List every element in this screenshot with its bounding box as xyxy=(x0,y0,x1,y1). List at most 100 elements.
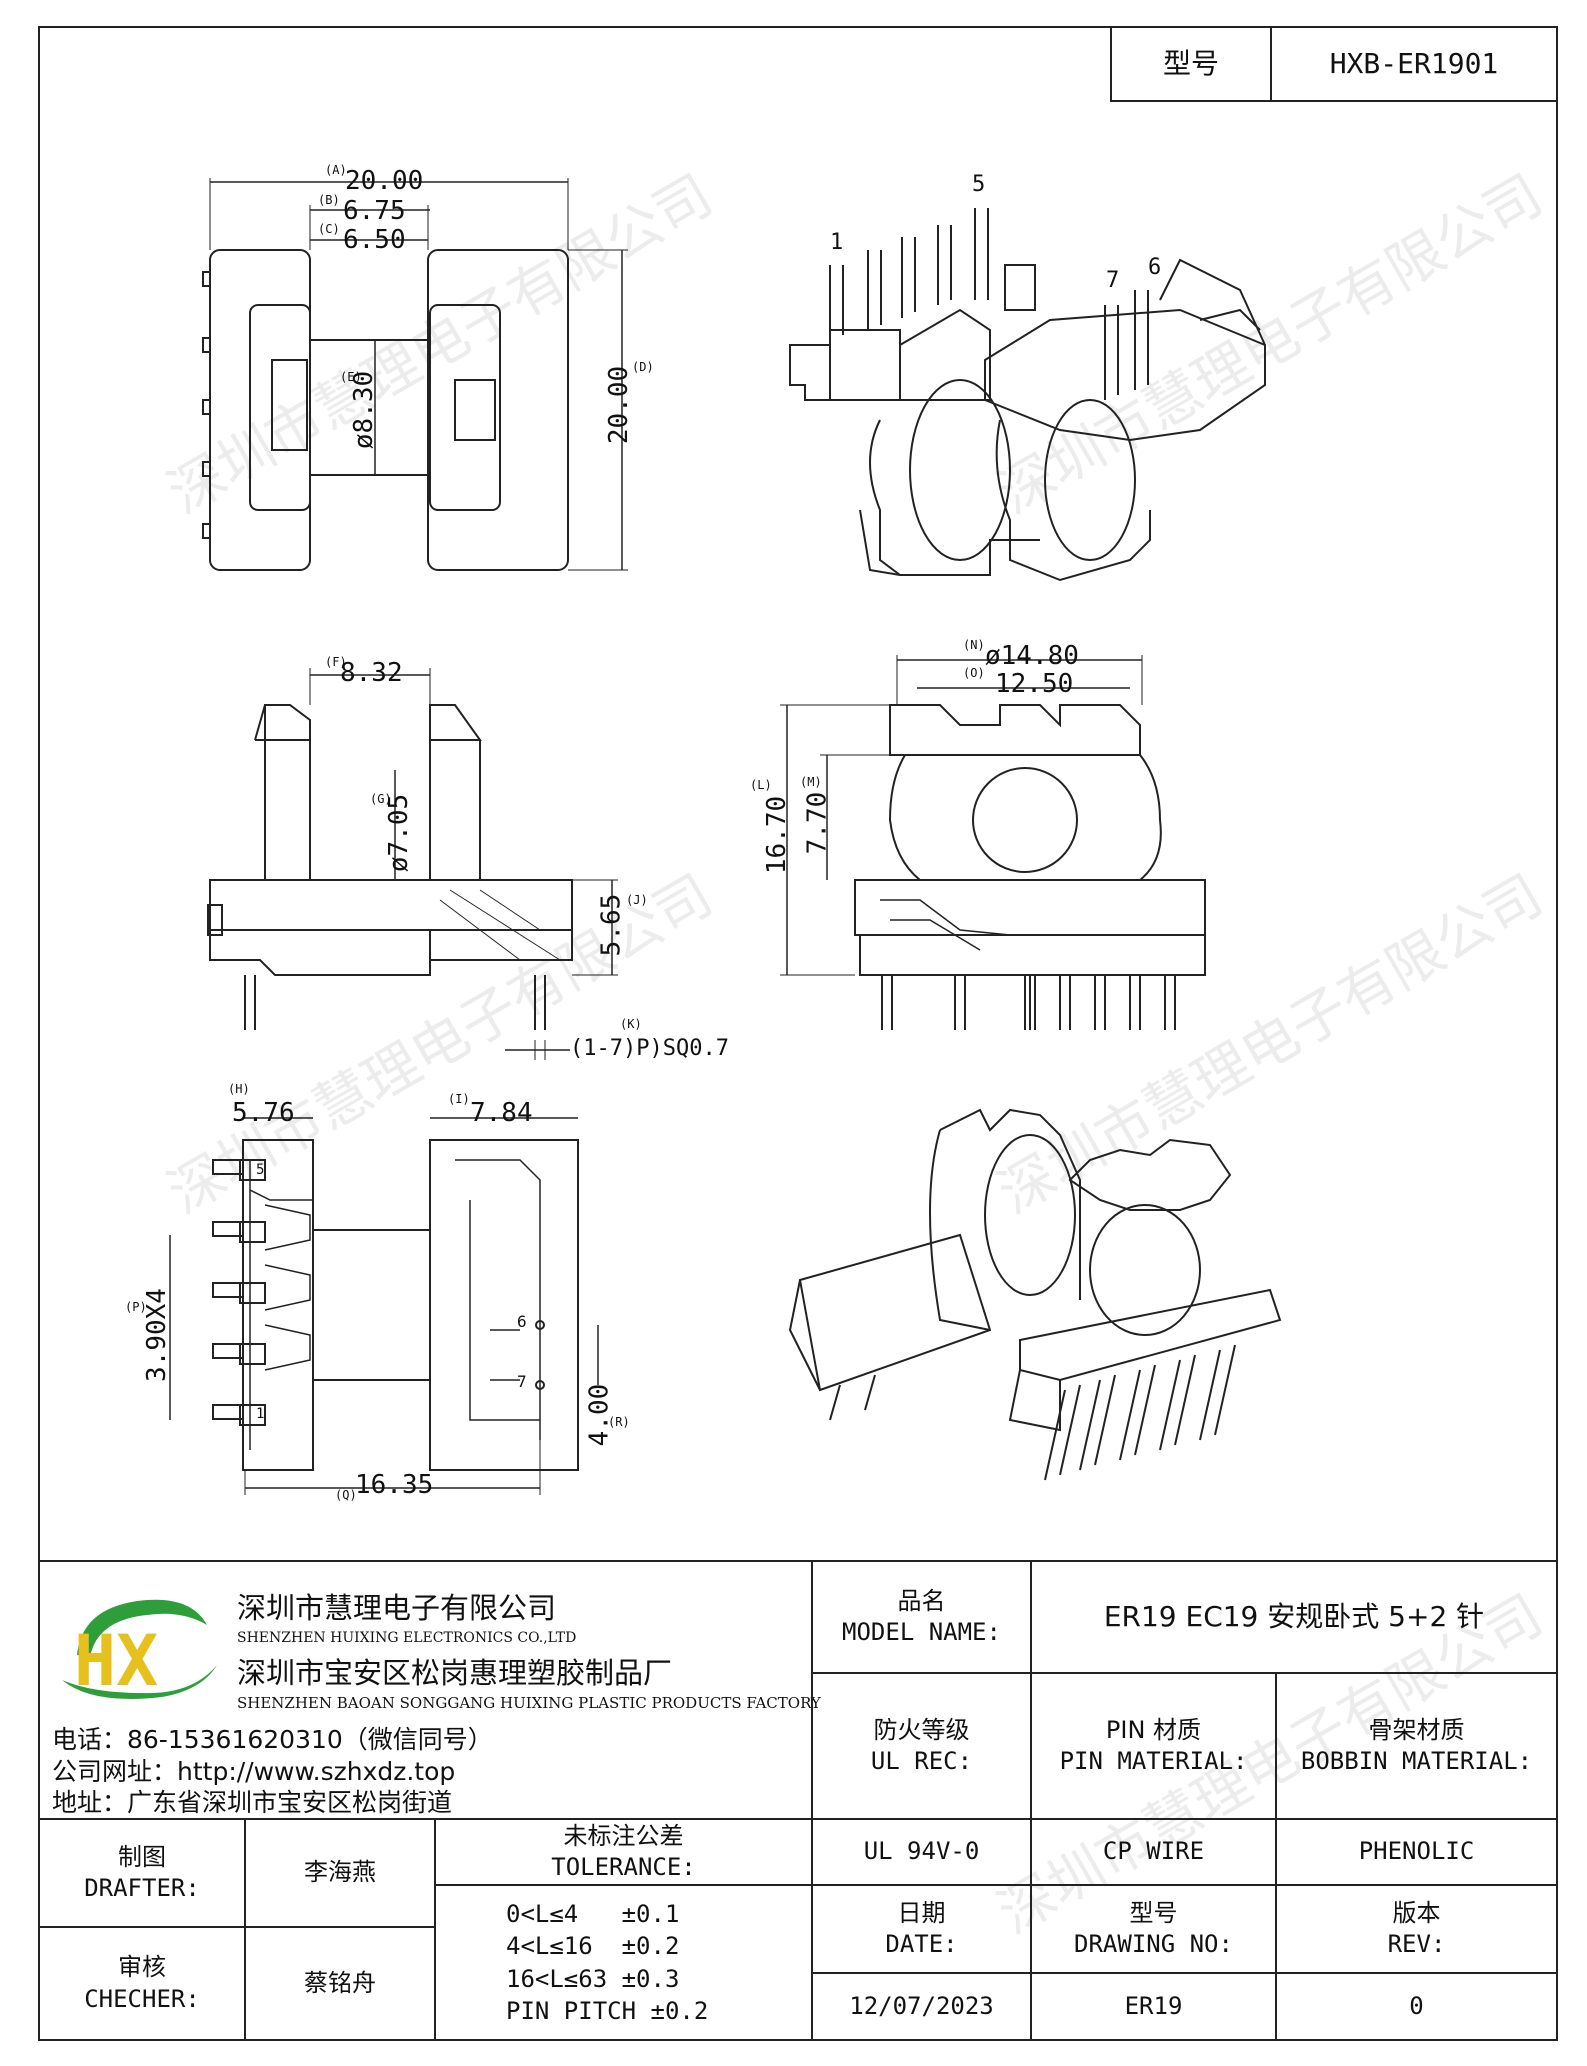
drawing-no-label-en: DRAWING NO: xyxy=(1074,1930,1233,1958)
ul-rec-value: UL 94V-0 xyxy=(811,1818,1032,1886)
pin-material-value: CP WIRE xyxy=(1030,1818,1277,1886)
drafter-label: 制图 DRAFTER: xyxy=(38,1818,246,1928)
dim-label-o: (O) xyxy=(963,666,985,680)
company-name-en: SHENZHEN HUIXING ELECTRONICS CO.,LTD xyxy=(237,1630,577,1646)
tolerance-label-cn: 未标注公差 xyxy=(563,1821,684,1850)
pin-label-1: 1 xyxy=(830,230,844,255)
drawing-no-label-cn: 型号 xyxy=(1129,1898,1178,1927)
dim-value-c: 6.50 xyxy=(343,225,406,255)
top-view xyxy=(202,178,628,571)
pin-label-7-bottom: 7 xyxy=(517,1372,527,1391)
model-name-value: ER19 EC19 安规卧式 5+2 针 xyxy=(1030,1560,1558,1674)
bobbin-material-value: PHENOLIC xyxy=(1275,1818,1558,1886)
rev-value-text: 0 xyxy=(1409,1991,1424,2020)
pin-material-label-cn: PIN 材质 xyxy=(1105,1715,1202,1744)
dim-label-q: (Q) xyxy=(335,1488,357,1502)
pin-label-5: 5 xyxy=(972,172,986,197)
tolerance-line: 16<L≤63 ±0.3 xyxy=(506,1964,680,1993)
ul-rec-label-en: UL REC: xyxy=(870,1747,973,1775)
dim-value-o: 12.50 xyxy=(995,669,1074,699)
tolerance-label: 未标注公差 TOLERANCE: xyxy=(434,1818,813,1886)
dim-label-g: (G) xyxy=(370,792,392,806)
drafter-name: 李海燕 xyxy=(244,1818,436,1928)
dim-label-p: (P) xyxy=(125,1300,147,1314)
drawing-no-value-text: ER19 xyxy=(1124,1991,1183,2020)
checker-label: 审核 CHECHER: xyxy=(38,1926,246,2041)
dim-label-k: (K) xyxy=(620,1017,642,1031)
dim-label-m: (M) xyxy=(800,775,822,789)
dim-label-l: (L) xyxy=(750,778,772,792)
isometric-view-bottom xyxy=(788,1108,1282,1481)
rev-label: 版本 REV: xyxy=(1275,1884,1558,1974)
dim-value-r: 4.00 xyxy=(584,1383,615,1447)
model-name-value-text: ER19 EC19 安规卧式 5+2 针 xyxy=(1103,1599,1485,1633)
header-model-value: HXB-ER1901 xyxy=(1270,26,1558,102)
bottom-view xyxy=(169,1117,599,1495)
dim-label-n: (N) xyxy=(963,638,985,652)
bobbin-material-label-cn: 骨架材质 xyxy=(1368,1715,1465,1744)
dim-value-j: 5.65 xyxy=(596,893,627,957)
model-name-label: 品名 MODEL NAME: xyxy=(811,1560,1032,1674)
dim-value-h: 5.76 xyxy=(232,1098,295,1128)
drafter-label-en: DRAFTER: xyxy=(84,1874,200,1902)
bobbin-material-value-text: PHENOLIC xyxy=(1358,1837,1475,1866)
ul-rec-label: 防火等级 UL REC: xyxy=(811,1672,1032,1820)
pin-material-label: PIN 材质 PIN MATERIAL: xyxy=(1030,1672,1277,1820)
pin-material-label-en: PIN MATERIAL: xyxy=(1059,1747,1248,1775)
model-name-label-cn: 品名 xyxy=(897,1586,946,1615)
dim-label-i: (I) xyxy=(448,1092,470,1106)
company-phone: 电话：86-15361620310（微信同号） xyxy=(52,1725,493,1754)
dim-label-c: (C) xyxy=(318,222,340,236)
ul-rec-value-text: UL 94V-0 xyxy=(863,1837,980,1866)
company-address: 地址：广东省深圳市宝安区松岗街道 xyxy=(52,1788,453,1817)
pin-material-value-text: CP WIRE xyxy=(1102,1837,1205,1866)
dim-value-a: 20.00 xyxy=(345,166,424,196)
pin-label-5-bottom: 5 xyxy=(256,1162,265,1178)
company-website: 公司网址：http://www.szhxdz.top xyxy=(52,1757,456,1786)
tolerance-line: 4<L≤16 ±0.2 xyxy=(506,1932,680,1961)
date-label: 日期 DATE: xyxy=(811,1884,1032,1974)
dim-value-g: ø7.05 xyxy=(384,793,415,873)
ul-rec-label-cn: 防火等级 xyxy=(873,1715,970,1744)
logo-text: HX xyxy=(74,1620,158,1702)
checker-label-en: CHECHER: xyxy=(84,1984,200,2013)
rev-label-en: REV: xyxy=(1387,1930,1446,1958)
bobbin-material-label-en: BOBBIN MATERIAL: xyxy=(1300,1747,1533,1775)
dim-value-q: 16.35 xyxy=(355,1470,434,1500)
drafter-label-cn: 制图 xyxy=(118,1842,166,1871)
isometric-view-top xyxy=(789,208,1266,582)
rev-value: 0 xyxy=(1275,1972,1558,2041)
dim-label-f: (F) xyxy=(325,655,347,669)
pin-label-6-bottom: 6 xyxy=(517,1312,527,1331)
dim-value-f: 8.32 xyxy=(340,658,403,688)
dim-label-b: (B) xyxy=(318,193,340,207)
date-value: 12/07/2023 xyxy=(811,1972,1032,2041)
company-logo: HX xyxy=(52,1585,222,1715)
technical-drawing xyxy=(169,178,1282,1495)
dim-value-b: 6.75 xyxy=(343,196,406,226)
model-name-label-en: MODEL NAME: xyxy=(842,1618,1001,1646)
drawing-no-value: ER19 xyxy=(1030,1972,1277,2041)
date-label-en: DATE: xyxy=(885,1930,958,1958)
drafter-name-text: 李海燕 xyxy=(304,1858,376,1887)
rev-label-cn: 版本 xyxy=(1392,1898,1441,1927)
dim-value-i: 7.84 xyxy=(470,1098,533,1128)
pin-label-7: 7 xyxy=(1106,268,1120,293)
pin-label-6: 6 xyxy=(1148,255,1162,280)
tolerance-line: 0<L≤4 ±0.1 xyxy=(506,1899,680,1928)
tolerance-line: PIN PITCH ±0.2 xyxy=(506,1996,709,2025)
dim-value-l: 16.70 xyxy=(762,795,793,875)
date-label-cn: 日期 xyxy=(897,1898,946,1927)
drawing-no-label: 型号 DRAWING NO: xyxy=(1030,1884,1277,1974)
dim-value-k: (1-7)P)SQ0.7 xyxy=(570,1036,729,1061)
checker-label-cn: 审核 xyxy=(118,1953,166,1982)
dim-value-e: ø8.30 xyxy=(349,370,380,450)
tolerance-label-en: TOLERANCE: xyxy=(551,1853,696,1881)
checker-name-text: 蔡铭舟 xyxy=(304,1968,376,1997)
company-name-cn: 深圳市慧理电子有限公司 xyxy=(237,1591,557,1625)
pin-label-1-bottom: 1 xyxy=(256,1406,265,1422)
dim-value-m: 7.70 xyxy=(802,791,833,855)
dim-value-n: ø14.80 xyxy=(985,641,1079,671)
tolerance-values: 0<L≤4 ±0.1 4<L≤16 ±0.2 16<L≤63 ±0.3 PIN … xyxy=(434,1884,813,2041)
dim-label-d: (D) xyxy=(632,360,654,374)
